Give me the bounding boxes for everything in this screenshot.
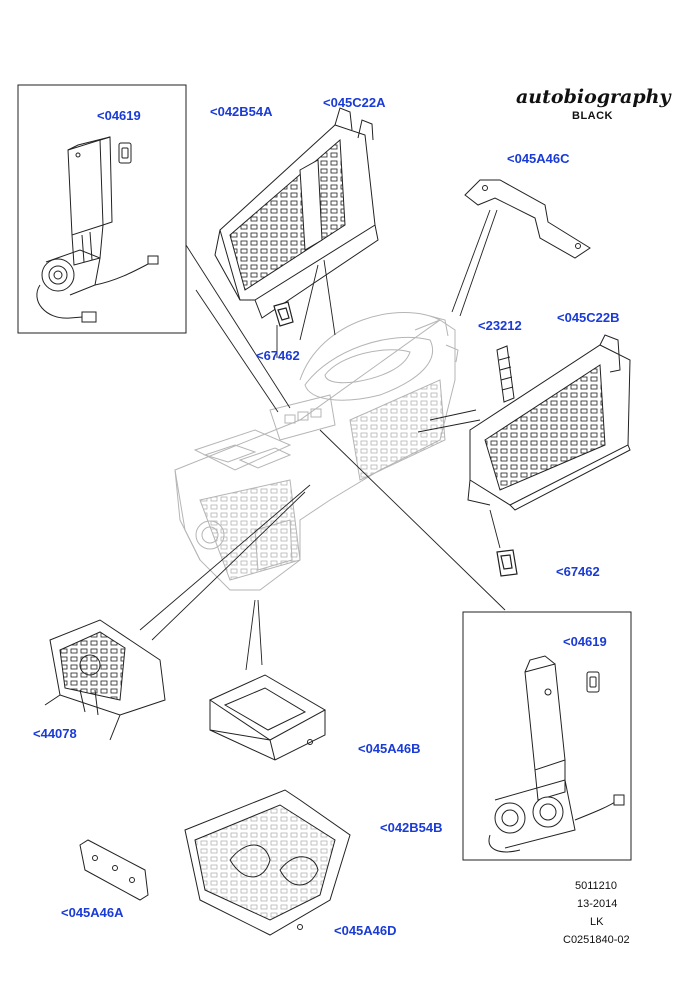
seal-23212	[496, 345, 515, 403]
bracket-045a46b	[208, 674, 327, 761]
reference-drawing-id: C0251840-02	[563, 934, 630, 946]
callout-045c22b[interactable]: <045C22B	[557, 310, 620, 325]
reference-date: 13-2014	[577, 898, 618, 910]
callout-045a46c[interactable]: <045A46C	[507, 151, 570, 166]
callout-045a46a[interactable]: <045A46A	[61, 905, 124, 920]
leader-lines	[139, 209, 506, 671]
inset-box-armrest-a	[17, 84, 187, 334]
callout-67462-left[interactable]: <67462	[256, 348, 300, 363]
callout-23212[interactable]: <23212	[478, 318, 522, 333]
reference-number: 5011210	[575, 880, 618, 892]
callout-67462-right[interactable]: <67462	[556, 564, 600, 579]
callout-042b54a[interactable]: <042B54A	[210, 104, 273, 119]
brand-variant: BLACK	[572, 110, 613, 122]
callout-04619-bottom[interactable]: <04619	[563, 634, 607, 649]
callout-045a46b[interactable]: <045A46B	[358, 741, 421, 756]
reference-initials: LK	[590, 916, 604, 928]
armrest-b-mechanism	[488, 655, 625, 853]
brand-logo: autobiography	[516, 86, 671, 108]
clip-67462-right	[496, 549, 518, 577]
inset-box-armrest-b	[462, 611, 632, 861]
bracket-045c22a	[214, 107, 379, 319]
callout-045a46d[interactable]: <045A46D	[334, 923, 397, 938]
clip-67462-left	[273, 301, 294, 327]
callout-042b54b[interactable]: <042B54B	[380, 820, 443, 835]
armrest-a-mechanism	[36, 136, 159, 323]
callout-04619-top[interactable]: <04619	[97, 108, 141, 123]
callout-045c22a[interactable]: <045C22A	[323, 95, 386, 110]
callout-44078[interactable]: <44078	[33, 726, 77, 741]
center-console-assembly	[174, 312, 459, 591]
bracket-44078	[44, 619, 166, 741]
bracket-045c22b	[467, 334, 631, 511]
bracket-045a46d	[184, 789, 351, 936]
bracket-045a46c	[464, 179, 591, 259]
bracket-045a46a	[79, 839, 149, 901]
